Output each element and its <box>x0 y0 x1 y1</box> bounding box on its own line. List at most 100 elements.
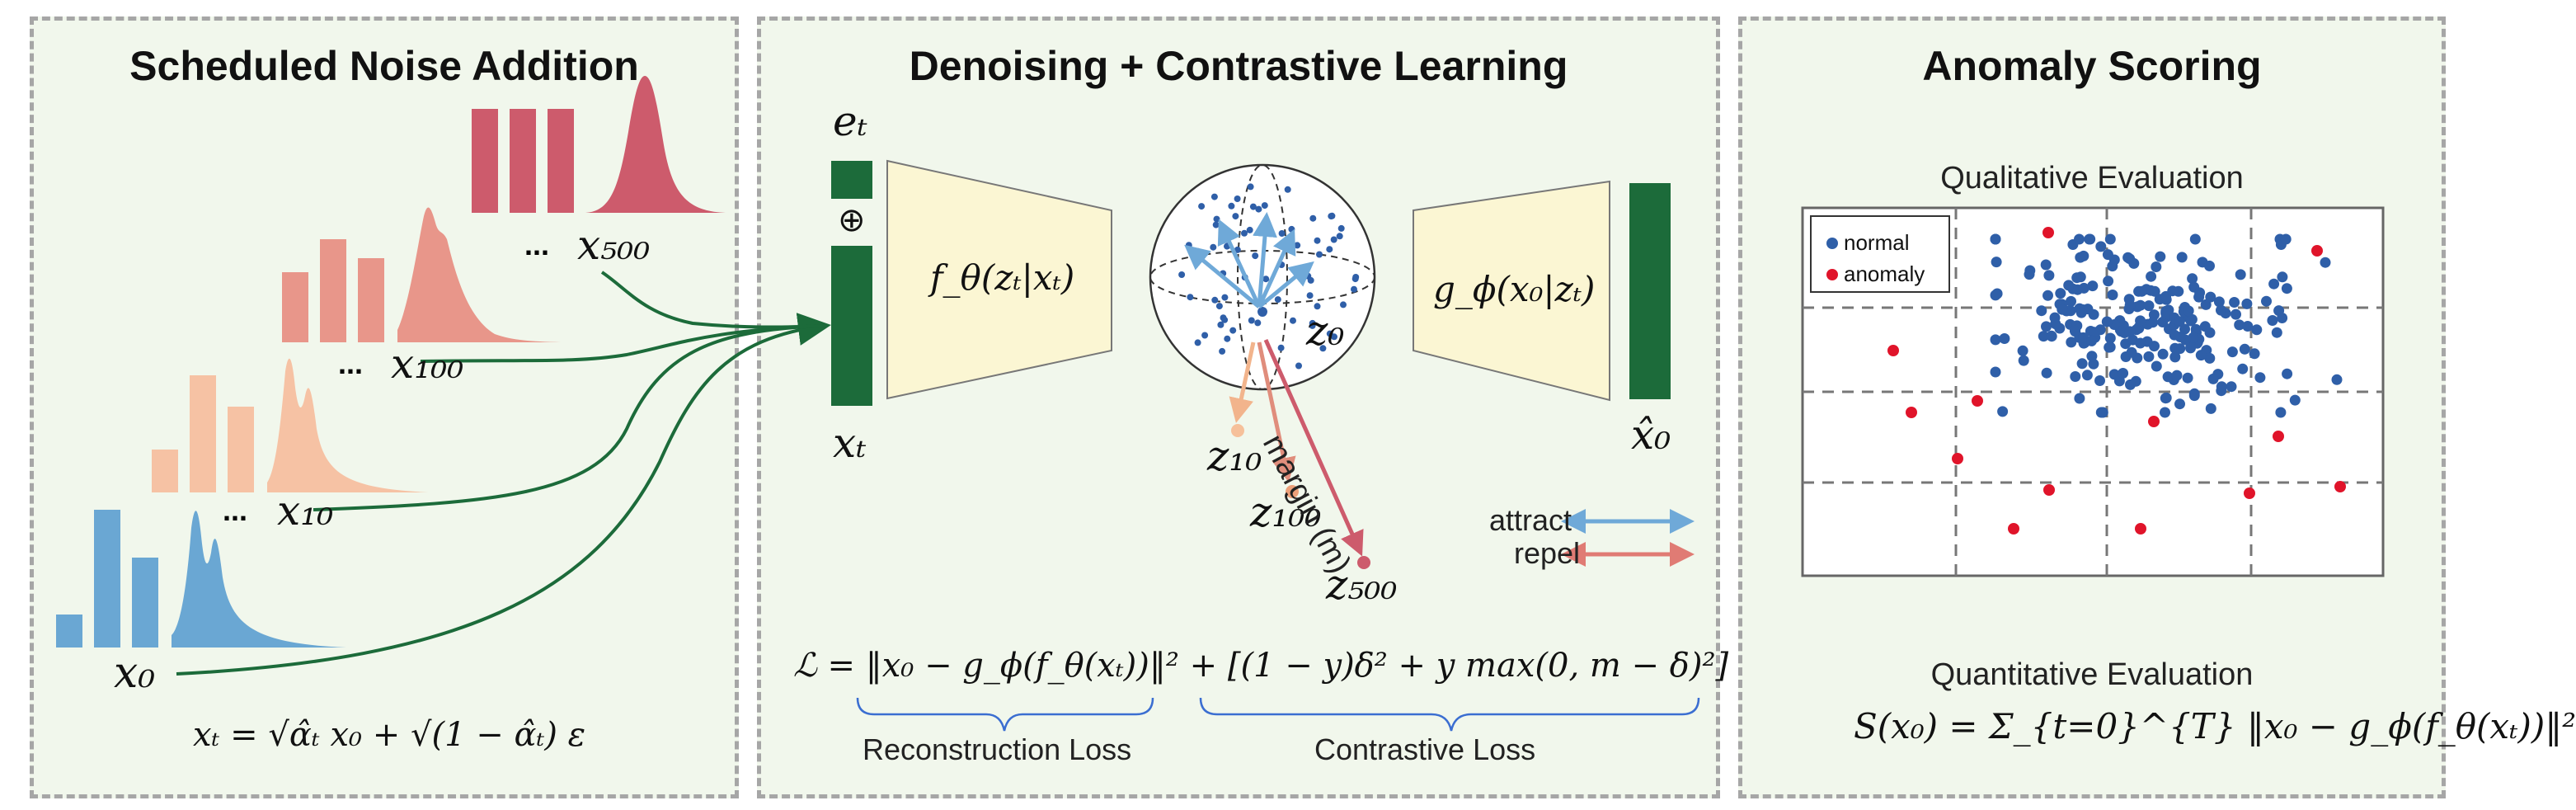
latent-point <box>1331 333 1337 341</box>
latent-point <box>1234 195 1241 202</box>
normal-point <box>2135 315 2146 327</box>
normal-point <box>2095 407 2107 418</box>
label-z0: z₀ <box>1306 307 1345 355</box>
normal-point <box>2104 332 2116 344</box>
normal-point <box>2234 319 2245 331</box>
normal-point <box>2187 273 2198 285</box>
anomaly-point <box>2273 431 2284 442</box>
legend-anomaly-label: anomaly <box>1844 261 1925 286</box>
latent-point <box>1277 344 1285 351</box>
normal-point <box>2125 379 2136 390</box>
normal-point <box>2160 407 2170 418</box>
latent-point <box>1221 316 1229 323</box>
normal-point <box>2066 337 2077 348</box>
latent-point <box>1336 233 1343 240</box>
label-et: eₜ <box>833 97 867 145</box>
normal-point <box>2087 280 2099 292</box>
anomaly-point <box>1952 453 1963 464</box>
normal-point <box>2242 321 2254 332</box>
normal-point <box>2174 398 2185 410</box>
latent-point <box>1328 212 1336 219</box>
normal-point <box>2046 330 2057 341</box>
normal-point <box>2331 374 2343 385</box>
normal-point <box>2205 403 2216 414</box>
normal-point <box>2018 355 2029 366</box>
normal-point <box>2169 329 2180 341</box>
anomaly-point <box>2148 416 2160 427</box>
latent-point <box>1288 225 1295 233</box>
normal-point <box>2160 308 2172 319</box>
normal-point <box>2086 335 2097 346</box>
normal-point <box>2189 233 2201 245</box>
normal-point <box>1990 233 2001 245</box>
normal-point <box>2049 312 2061 323</box>
normal-point <box>2241 298 2253 309</box>
normal-point <box>2074 233 2085 245</box>
normal-point <box>2226 346 2238 358</box>
normal-point <box>2167 285 2179 297</box>
latent-point <box>1194 339 1201 346</box>
normal-point <box>2149 285 2160 297</box>
latent-point <box>1228 202 1235 210</box>
normal-point <box>1990 366 2001 378</box>
normal-point <box>2076 358 2088 370</box>
normal-point <box>2157 317 2169 327</box>
normal-point <box>2122 252 2134 263</box>
normal-point <box>2174 343 2186 355</box>
normal-point <box>2095 241 2107 252</box>
normal-point <box>2226 381 2237 393</box>
latent-point <box>1295 362 1302 370</box>
normal-point <box>2078 332 2089 343</box>
normal-point <box>2213 296 2225 308</box>
latent-point <box>1217 321 1225 328</box>
anomaly-point <box>1906 407 1917 418</box>
normal-point <box>2185 315 2197 327</box>
latent-point <box>1261 202 1268 210</box>
normal-point <box>2204 260 2215 271</box>
quantitative-label: Quantitative Evaluation <box>1930 657 2254 692</box>
latent-sphere-icon <box>1149 163 1376 391</box>
normal-point <box>2107 290 2118 300</box>
attract-label: attract <box>1489 503 1572 537</box>
normal-point <box>2169 351 2181 363</box>
normal-point <box>2229 297 2240 308</box>
normal-point <box>2071 272 2083 284</box>
loss-formula: ℒ = ‖x₀ − g_ϕ(f_θ(xₜ))‖² + [(1 − y)δ² + … <box>793 647 1729 685</box>
label-x500: x₅₀₀ <box>577 221 651 269</box>
z100-point <box>1286 485 1299 498</box>
anomaly-point <box>2135 523 2146 535</box>
panel-title-noise: Scheduled Noise Addition <box>129 43 639 89</box>
label-z100: z₁₀₀ <box>1250 488 1322 536</box>
normal-point <box>2268 278 2280 290</box>
ellipsis-x100: ... <box>338 346 364 380</box>
decoder-label: g_ϕ(x₀|zₜ) <box>1433 269 1596 309</box>
normal-point <box>2239 343 2250 355</box>
latent-point <box>1351 285 1357 293</box>
latent-point <box>1330 236 1337 243</box>
latent-point <box>1210 243 1217 251</box>
latent-point <box>1210 193 1218 200</box>
normal-point <box>2078 250 2089 261</box>
normal-point <box>2017 345 2028 356</box>
legend-normal-marker <box>1826 238 1838 249</box>
normal-point <box>2126 346 2137 358</box>
normal-point <box>1997 406 2009 417</box>
loss-braces <box>856 697 1700 732</box>
normal-point <box>2066 295 2076 307</box>
histogram-x10 <box>152 358 429 492</box>
repel-label: repel <box>1514 536 1581 570</box>
latent-point <box>1316 251 1323 258</box>
normal-point <box>2289 394 2301 406</box>
normal-point <box>2057 304 2068 315</box>
normal-point <box>2124 299 2136 311</box>
normal-point <box>2143 300 2155 312</box>
label-xhat0: x̂₀ <box>1631 411 1671 459</box>
normal-point <box>2084 233 2095 245</box>
normal-point <box>2063 280 2075 291</box>
latent-point <box>1219 347 1226 355</box>
latent-point <box>1246 226 1253 233</box>
normal-point <box>2320 257 2331 268</box>
normal-point <box>2157 348 2169 360</box>
normal-point <box>2188 390 2200 402</box>
latent-point <box>1249 203 1257 210</box>
